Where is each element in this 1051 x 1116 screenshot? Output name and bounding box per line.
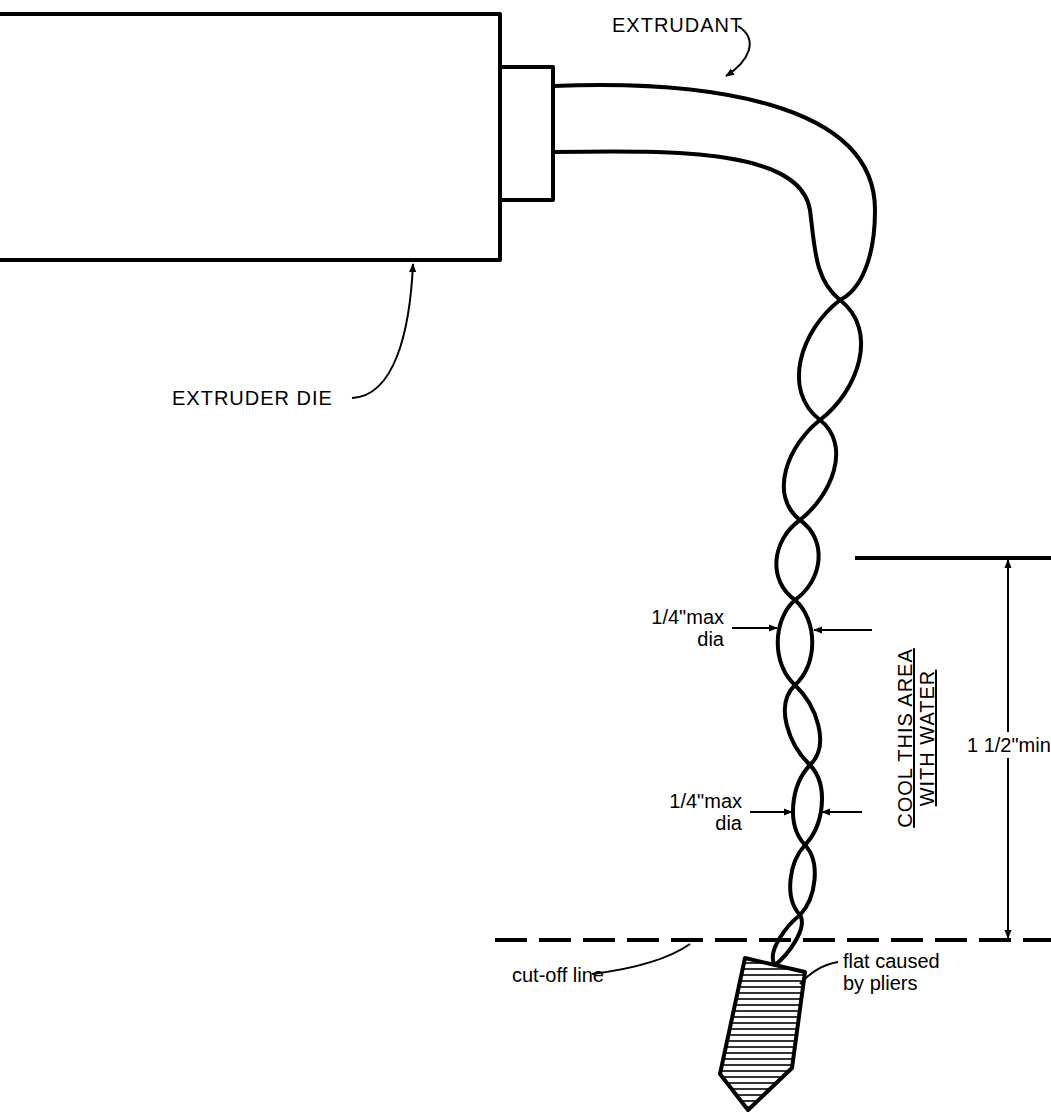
extension-line [855, 556, 1051, 560]
dimension-label: 1 1/2"min [966, 732, 1051, 758]
leader-line [592, 944, 690, 974]
extrudant-outline [553, 151, 840, 300]
leader-line [352, 264, 413, 398]
dimension-label: 1/4"max dia [658, 790, 742, 834]
dimension-arrow [750, 811, 792, 813]
dimension-arrow [732, 627, 777, 629]
note-label: COOL THIS AREA WITH WATER [894, 638, 938, 838]
dimension-arrow [814, 629, 872, 631]
part-label: flat caused by pliers [843, 950, 963, 994]
cut-off-line [495, 938, 1051, 942]
dimension-arrow [822, 811, 862, 813]
part-label: EXTRUDANT [612, 14, 743, 36]
twisted-strand [773, 300, 861, 965]
part-label: EXTRUDER DIE [172, 387, 333, 409]
extrudant-outline [553, 85, 875, 300]
die-nozzle [500, 67, 553, 200]
extruder-die-body [0, 14, 500, 260]
part-label: cut-off line [512, 964, 604, 986]
dimension-label: 1/4"max dia [640, 606, 724, 650]
pliers-flat [720, 958, 805, 1110]
leader-line [800, 962, 838, 984]
